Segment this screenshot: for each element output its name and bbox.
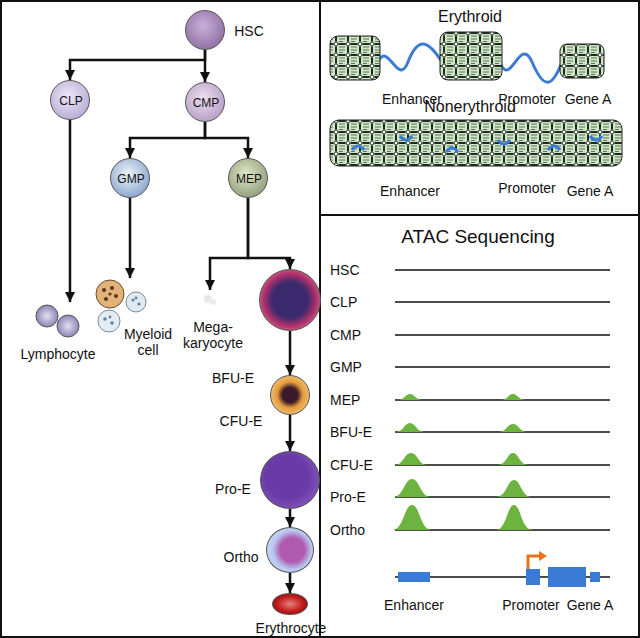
text-label: Pro-E: [330, 489, 366, 505]
cell-label: Erythrocyte: [256, 620, 327, 636]
cell-label: Pro-E: [215, 481, 251, 497]
divider: [320, 214, 640, 216]
cell-node: Erythrocyte: [272, 593, 308, 615]
text-label: Nonerythroid: [424, 98, 516, 116]
cell-node: CMP: [185, 82, 225, 122]
cell-label: CFU-E: [220, 413, 263, 429]
cell-label: CLP: [59, 95, 82, 109]
cell-label: GMP: [117, 173, 144, 187]
cell-label: Myeloid cell: [117, 326, 179, 358]
cell-node: MEP: [228, 158, 268, 198]
lineage-arrow: [289, 509, 292, 527]
text-label: ATAC Sequencing: [401, 226, 555, 248]
nonerythroid-chromatin: [330, 120, 622, 166]
lineage-arrow: [129, 198, 132, 278]
lineage-arrow: [289, 331, 292, 375]
cell-node: HSC: [185, 10, 225, 50]
lineage-arrow: [210, 198, 248, 290]
text-label: Erythroid: [438, 8, 502, 26]
lineage-arrow: [248, 198, 290, 269]
lymphocyte-art: [33, 302, 83, 342]
cell-label: BFU-E: [212, 370, 254, 386]
erythroid-chromatin: [330, 32, 604, 82]
text-label: Enhancer: [384, 597, 444, 613]
cell-label: HSC: [234, 23, 264, 39]
cell-node: GMP: [110, 158, 150, 198]
text-label: CLP: [330, 294, 357, 310]
lineage-arrow: [130, 122, 205, 158]
myeloid-art: [92, 278, 148, 334]
cell-node: BFU-E: [259, 269, 321, 331]
text-label: Ortho: [330, 522, 365, 538]
text-label: Promoter: [498, 180, 556, 196]
megakaryocyte-art: [200, 290, 220, 310]
cell-node: Ortho: [266, 527, 314, 573]
lineage-arrow: [289, 573, 292, 593]
text-label: GMP: [330, 359, 362, 375]
text-label: CMP: [330, 327, 361, 343]
text-label: HSC: [330, 262, 360, 278]
divider: [319, 0, 321, 638]
cell-node: Pro-E: [260, 451, 320, 509]
lineage-arrow: [205, 122, 248, 158]
cell-node: Lymphocyte: [33, 302, 83, 342]
text-label: Enhancer: [380, 183, 440, 199]
cell-node: CFU-E: [270, 375, 310, 415]
text-label: Gene A: [567, 597, 614, 613]
text-label: Gene A: [565, 91, 612, 107]
cell-label: CMP: [193, 97, 220, 111]
atac-peaks: [392, 394, 533, 530]
cell-node: Mega- karyocyte: [200, 290, 220, 310]
cell-label: Lymphocyte: [21, 346, 96, 362]
lineage-arrow: [204, 50, 207, 82]
cell-label: MEP: [236, 173, 262, 187]
text-label: Promoter: [502, 597, 560, 613]
cell-label: Ortho: [224, 549, 259, 565]
cell-node: CLP: [50, 80, 90, 120]
cell-label: Mega- karyocyte: [176, 319, 250, 351]
text-label: Gene A: [567, 183, 614, 199]
gene-model: [395, 551, 610, 587]
lineage-arrow: [69, 120, 72, 302]
text-label: BFU-E: [330, 424, 372, 440]
lineage-arrow: [289, 415, 292, 451]
text-label: CFU-E: [330, 457, 373, 473]
cell-node: Myeloid cell: [92, 278, 148, 334]
text-label: MEP: [330, 392, 360, 408]
atac-tracks: [395, 270, 610, 530]
lineage-arrow: [70, 50, 205, 80]
